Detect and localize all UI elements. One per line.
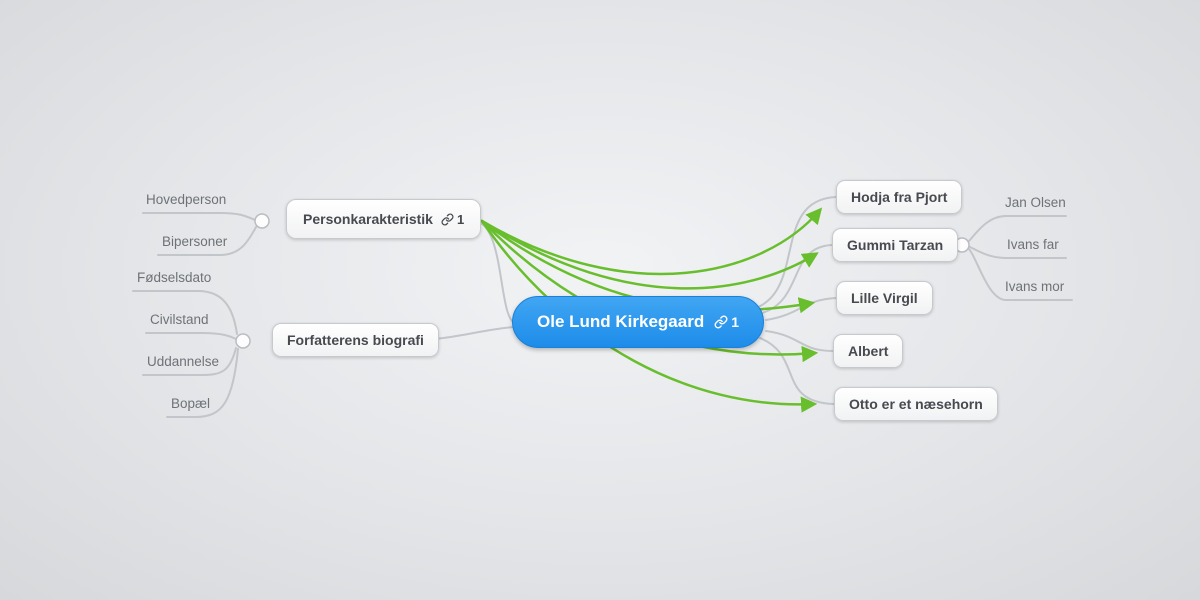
topic-forfatterens-biografi[interactable]: Forfatterens biografi xyxy=(272,323,439,357)
branch-knob-biografi[interactable] xyxy=(235,333,251,349)
edge-jan-olsen xyxy=(968,215,1067,242)
topic-hodja-fra-pjort[interactable]: Hodja fra Pjort xyxy=(836,180,963,214)
topic-link-count: 1 xyxy=(456,211,465,227)
connection-arrow-gummi xyxy=(480,219,819,290)
root-node-label: Ole Lund Kirkegaard xyxy=(537,312,705,331)
edge-bopael xyxy=(166,348,239,418)
leaf-ivans-far[interactable]: Ivans far xyxy=(1007,237,1059,252)
edge-civilstand xyxy=(145,332,237,340)
edge-hovedperson xyxy=(142,212,256,221)
root-node-ole-lund-kirkegaard[interactable]: Ole Lund Kirkegaard 1 xyxy=(512,296,764,348)
edge-uddannelse xyxy=(142,347,237,376)
leaf-bipersoner[interactable]: Bipersoner xyxy=(162,234,228,249)
topic-label: Hodja fra Pjort xyxy=(851,189,948,205)
link-icon xyxy=(714,315,728,329)
connection-arrow-hodja xyxy=(480,207,823,276)
leaf-jan-olsen[interactable]: Jan Olsen xyxy=(1005,195,1066,210)
connection-arrow-otto xyxy=(480,219,818,413)
topic-link-chip[interactable]: 1 xyxy=(441,212,464,227)
edge-bipersoner xyxy=(157,226,257,256)
topic-label: Lille Virgil xyxy=(851,290,918,306)
leaf-fodselsdato[interactable]: Fødselsdato xyxy=(137,270,212,285)
edge-personkarakteristik-center xyxy=(473,220,516,324)
link-icon xyxy=(441,212,454,226)
root-link-chip[interactable]: 1 xyxy=(714,314,739,330)
topic-personkarakteristik[interactable]: Personkarakteristik 1 xyxy=(286,199,482,239)
topic-label: Personkarakteristik xyxy=(303,211,433,227)
topic-albert[interactable]: Albert xyxy=(833,334,904,368)
edge-center-hodja xyxy=(755,196,837,309)
root-link-count: 1 xyxy=(731,314,739,330)
edge-center-otto xyxy=(759,337,835,405)
topic-label: Gummi Tarzan xyxy=(847,237,944,253)
edge-ivans-far xyxy=(969,246,1067,259)
topic-label: Otto er et næsehorn xyxy=(849,396,983,412)
topic-lille-virgil[interactable]: Lille Virgil xyxy=(836,281,933,315)
edge-fodselsdato xyxy=(132,290,238,335)
leaf-hovedperson[interactable]: Hovedperson xyxy=(146,192,227,207)
leaf-uddannelse[interactable]: Uddannelse xyxy=(147,354,220,369)
leaf-ivans-mor[interactable]: Ivans mor xyxy=(1005,279,1065,294)
branch-knob-personkarakteristik[interactable] xyxy=(254,213,270,229)
edge-ivans-mor xyxy=(968,248,1073,301)
topic-otto-er-et-naesehorn[interactable]: Otto er et næsehorn xyxy=(834,387,998,421)
leaf-bopael[interactable]: Bopæl xyxy=(171,396,211,411)
topic-label: Forfatterens biografi xyxy=(287,332,424,348)
edge-center-albert xyxy=(765,330,834,352)
topic-label: Albert xyxy=(848,343,889,359)
topic-gummi-tarzan[interactable]: Gummi Tarzan xyxy=(832,228,959,262)
edge-center-gummi xyxy=(761,244,833,314)
leaf-civilstand[interactable]: Civilstand xyxy=(150,312,209,327)
